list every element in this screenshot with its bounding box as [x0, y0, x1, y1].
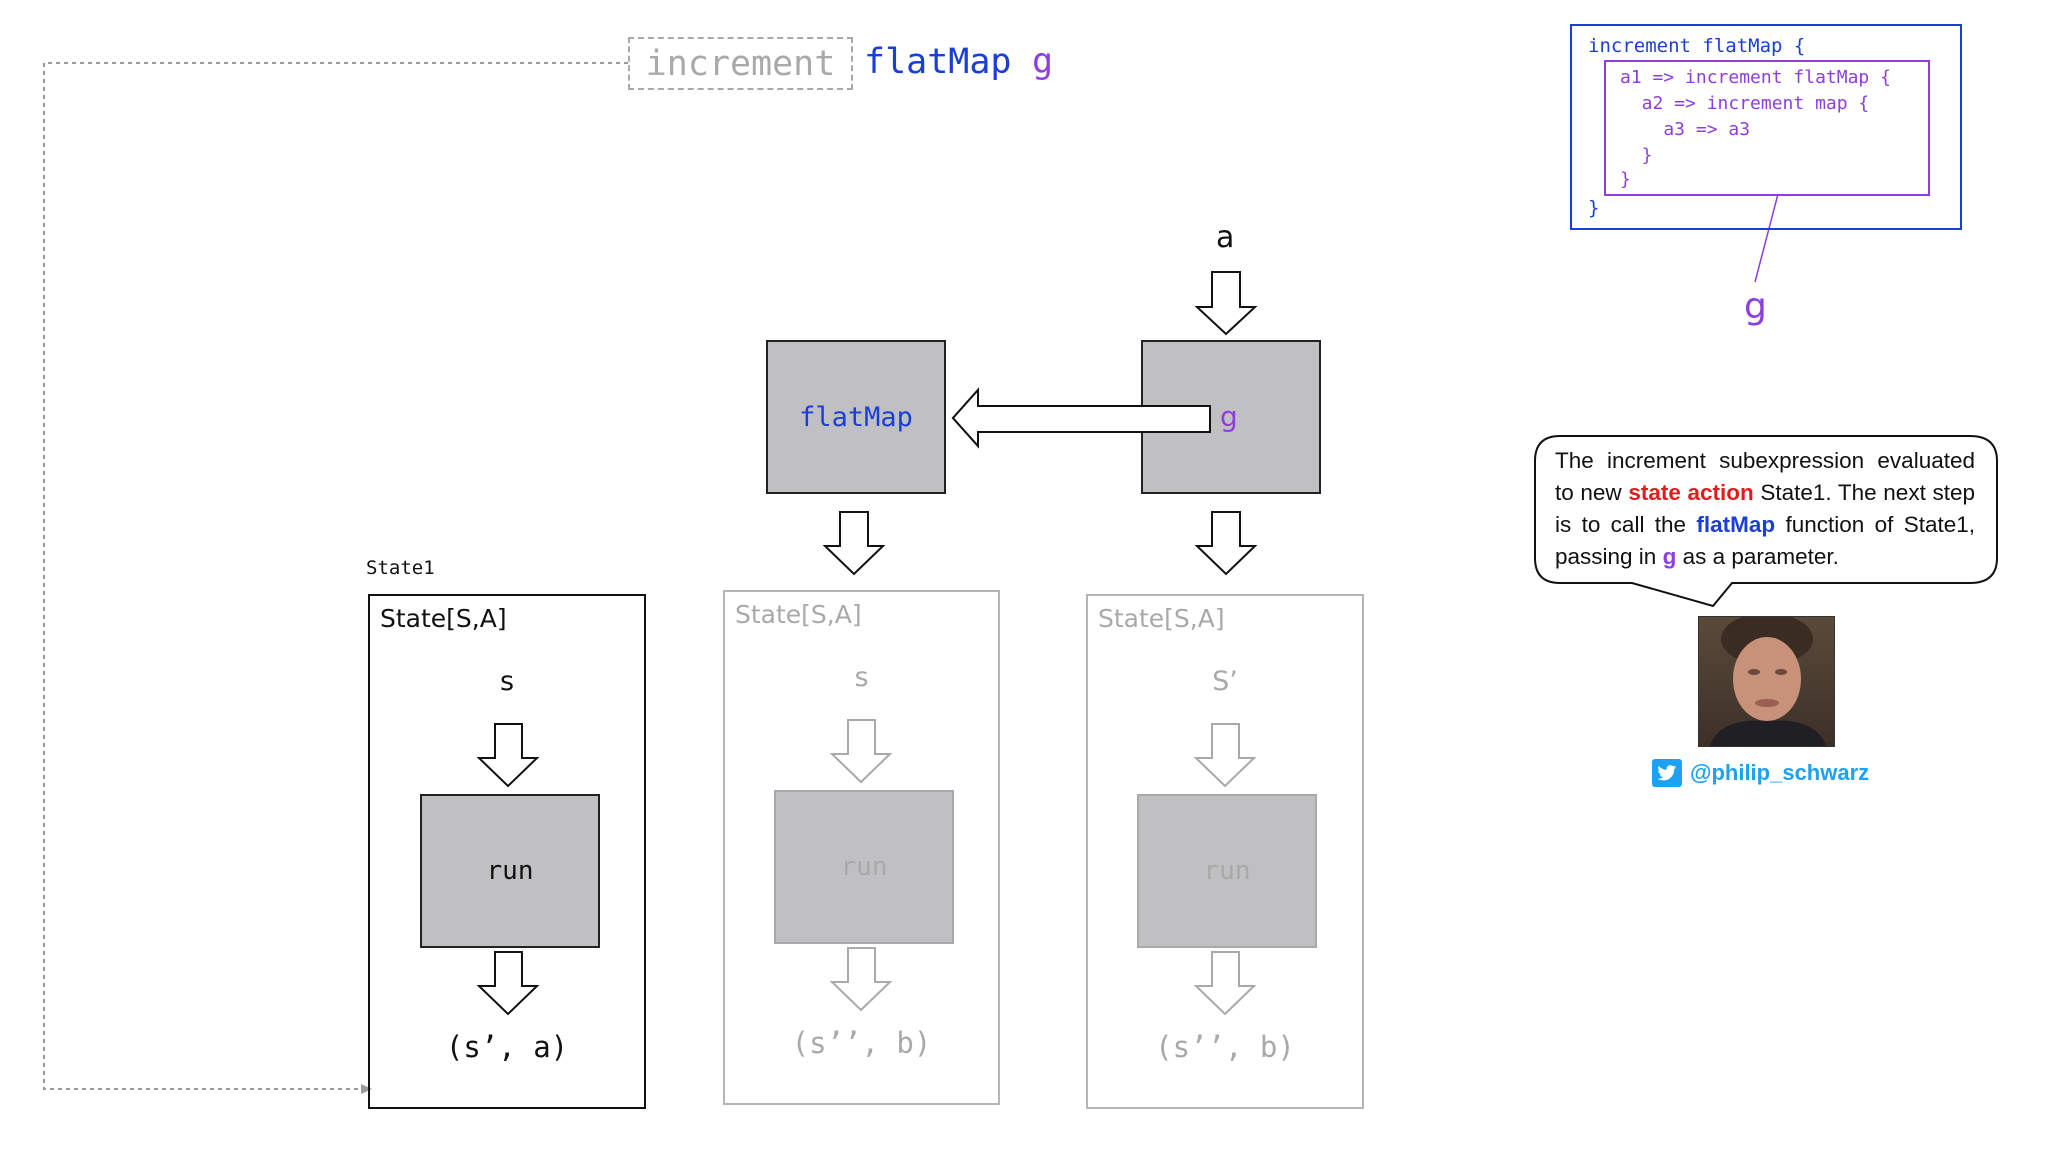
state-result: (s’’, b): [791, 1026, 932, 1060]
state-input: s: [854, 662, 869, 693]
flatmap-box-label: flatMap: [799, 401, 913, 433]
state-title: State[S,A]: [735, 600, 862, 629]
bubble-state-action: state action: [1628, 480, 1754, 505]
code-box-inner: a1 => increment flatMap { a2 => incremen…: [1604, 60, 1930, 196]
twitter-bird-icon: [1652, 759, 1682, 787]
arrow-g-to-state: [1194, 511, 1258, 576]
flatmap-box: flatMap: [766, 340, 946, 494]
run-label: run: [840, 852, 888, 882]
run-box: run: [1137, 794, 1317, 948]
code-inner-line-2: a2 => increment map {: [1620, 93, 1870, 114]
arrow-a-to-g: [1194, 271, 1258, 336]
avatar-portrait: [1709, 617, 1827, 746]
g-box-label: g: [1220, 400, 1238, 433]
state-frame-1: State[S,A] s run (s’, a): [368, 594, 646, 1109]
bubble-part-5: function of State1, passing in: [1555, 512, 1976, 569]
run-box: run: [420, 794, 600, 948]
avatar: [1698, 616, 1835, 747]
author-handle[interactable]: @philip_schwarz: [1690, 760, 1870, 785]
code-outer-close: }: [1588, 197, 1600, 219]
state-input: S’: [1212, 666, 1238, 697]
state-result: (s’, a): [445, 1030, 569, 1064]
bubble-g: g: [1662, 544, 1677, 569]
bubble-part-7: as a parameter.: [1676, 544, 1839, 569]
code-inner-line-5: }: [1620, 169, 1631, 190]
expr-g: g: [1032, 42, 1054, 82]
expr-increment: increment: [645, 43, 836, 84]
bubble-flatmap: flatMap: [1696, 512, 1776, 537]
state-frame-3: State[S,A] S’ run (s’’, b): [1086, 594, 1364, 1109]
code-inner-line-3: a3 => a3: [1620, 119, 1751, 140]
expr-flatmap: flatMap: [864, 42, 1012, 82]
state-input: s: [499, 666, 515, 697]
state-title: State[S,A]: [1098, 604, 1225, 633]
expr-increment-box: increment: [628, 37, 853, 90]
code-outer-open: increment flatMap {: [1588, 35, 1806, 57]
state-frame-2: State[S,A] s run (s’’, b): [723, 590, 1000, 1105]
input-a-label: a: [1216, 220, 1235, 255]
run-label: run: [1203, 856, 1251, 886]
code-inner-line-1: a1 => increment flatMap {: [1620, 67, 1891, 88]
state-title: State[S,A]: [380, 604, 507, 633]
speech-bubble-text: The increment subexpression evaluated to…: [1555, 445, 1975, 573]
run-box: run: [774, 790, 954, 944]
code-inner-line-4: }: [1620, 145, 1653, 166]
run-label: run: [486, 856, 534, 886]
arrow-flatmap-to-state: [822, 511, 886, 576]
state1-label: State1: [366, 557, 435, 579]
author-row: @philip_schwarz: [1652, 759, 1869, 787]
code-callout-g: g: [1744, 286, 1767, 327]
bubble-part-1: The increment subexpression evaluated to…: [1555, 448, 1975, 505]
code-box-outer: increment flatMap { }: [1570, 24, 1962, 230]
bubble-part-3: State1. The next step is to call the: [1555, 480, 1975, 537]
state-result: (s’’, b): [1155, 1030, 1295, 1064]
